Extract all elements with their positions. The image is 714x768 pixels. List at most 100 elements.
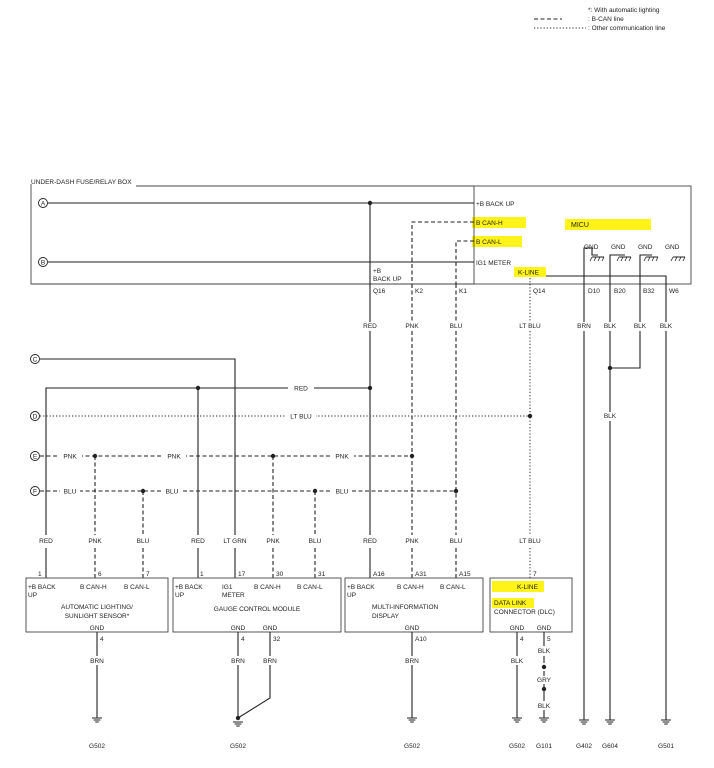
fusebox-pins: Q16 K2 K1 Q14 D10 B20 B32 W6 xyxy=(373,288,679,295)
svg-text:5: 5 xyxy=(547,636,551,643)
micu-grounds: G402 G604 G501 xyxy=(576,719,674,750)
d1-wire-lt-blu: LT BLU xyxy=(519,538,541,545)
svg-text:A31: A31 xyxy=(415,571,427,578)
s1-wire-blu: BLU xyxy=(137,538,150,545)
micu-label: MICU xyxy=(571,222,589,229)
wire-blk-1: BLK xyxy=(604,323,617,330)
sensor-term-bcan-l: B CAN-L xyxy=(124,584,150,591)
gauge-gnd-wire-2: BRN xyxy=(263,658,277,665)
highlights xyxy=(472,217,651,608)
highlight-bcan-h xyxy=(472,217,526,228)
dlc-gnd-wire-2b: GRY xyxy=(537,677,552,684)
micu-box xyxy=(473,185,692,285)
micu-gnd-3: GND xyxy=(638,244,653,251)
ground-g502-c: G502 xyxy=(404,743,420,750)
dlc-gnd-2: GND xyxy=(537,625,552,632)
svg-text:31: 31 xyxy=(318,571,326,578)
svg-text:17: 17 xyxy=(238,571,246,578)
micu-gnd-2: GND xyxy=(611,244,626,251)
svg-text:A16: A16 xyxy=(373,571,385,578)
highlight-bcan-l xyxy=(472,236,522,247)
legend: *: With automatic lighting : B-CAN line … xyxy=(534,7,666,32)
fusebox-internal-wires xyxy=(48,200,667,284)
wire-pnk: PNK xyxy=(405,323,419,330)
gauge-gnd-2: GND xyxy=(263,625,278,632)
micu-gnd-4: GND xyxy=(665,244,680,251)
bus-pnk-1: PNK xyxy=(63,454,77,461)
gauge-name: GAUGE CONTROL MODULE xyxy=(214,606,301,613)
main-vertical-wires xyxy=(369,284,667,720)
svg-text:30: 30 xyxy=(276,571,284,578)
bus-lt-blu: LT BLU xyxy=(290,414,312,421)
gauge-gnd-1: GND xyxy=(231,625,246,632)
svg-text:F: F xyxy=(33,489,37,496)
highlight-micu xyxy=(565,219,651,230)
s1-wire-red: RED xyxy=(39,538,53,545)
terminal-bcan-h: B CAN-H xyxy=(476,220,503,227)
terminal-kline: K-LINE xyxy=(518,270,540,277)
fusebox-outline xyxy=(30,188,474,285)
dlc-gnd-wire-2c: BLK xyxy=(538,703,551,710)
pin-b20: B20 xyxy=(614,288,626,295)
g1-wire-pnk: PNK xyxy=(266,538,280,545)
gauge-term-bcan-l: B CAN-L xyxy=(297,584,323,591)
svg-text:C: C xyxy=(33,357,38,364)
module-feed-wires xyxy=(45,548,531,578)
wire-blk-3: BLK xyxy=(660,323,673,330)
pin-k1: K1 xyxy=(459,288,467,295)
ground-g502-a: G502 xyxy=(89,743,105,750)
s1-wire-pnk: PNK xyxy=(88,538,102,545)
connector-f xyxy=(30,486,40,496)
bus-red: RED xyxy=(294,386,308,393)
wire-blu: BLU xyxy=(450,323,463,330)
bus-lines: C RED D LT BLU E PNK PNK PNK F xyxy=(30,354,533,535)
svg-text:A10: A10 xyxy=(415,636,427,643)
splice-point xyxy=(541,664,547,670)
gauge-term-backup: +B BACK xyxy=(175,584,203,591)
branch-wire-colors: RED PNK BLU RED LT GRN PNK BLU RED PNK B… xyxy=(39,538,541,545)
sensor-name-2: SUNLIGHT SENSOR* xyxy=(65,613,130,620)
multi-information-display: A16 A31 A15 +B BACK UP B CAN-H B CAN-L M… xyxy=(344,571,484,750)
fusebox-title: UNDER-DASH FUSE/RELAY BOX xyxy=(31,179,132,186)
sensor-gnd: GND xyxy=(90,625,105,632)
bus-blu-2: BLU xyxy=(166,489,179,496)
wire-blk-joint: BLK xyxy=(604,413,617,420)
mid-term-backup: +B BACK xyxy=(347,584,375,591)
bus-blu-3: BLU xyxy=(336,489,349,496)
wire-lt-blu: LT BLU xyxy=(519,323,541,330)
svg-text:7: 7 xyxy=(533,571,537,578)
pin-b32: B32 xyxy=(643,288,655,295)
legend-other: : Other communication line xyxy=(588,25,666,32)
data-link-connector: 7 K-LINE DATA LINK CONNECTOR (DLC) GND G… xyxy=(489,571,573,750)
connector-d xyxy=(30,411,40,421)
sensor-gnd-wire: BRN xyxy=(90,658,104,665)
svg-text:1: 1 xyxy=(200,571,204,578)
mid-gnd-wire: BRN xyxy=(405,658,419,665)
bus-pnk-2: PNK xyxy=(167,454,181,461)
pin-w6: W6 xyxy=(669,288,679,295)
dlc-gnd-wire-1: BLK xyxy=(511,658,524,665)
terminal-ig1-meter: IG1 METER xyxy=(476,260,511,267)
highlight-kline-dlc xyxy=(492,581,544,592)
dlc-name-1: DATA LINK xyxy=(494,600,527,607)
ground-g501: G501 xyxy=(658,743,674,750)
svg-text:4: 4 xyxy=(520,636,524,643)
mid-term-bcan-l: B CAN-L xyxy=(440,584,466,591)
pin-q16: Q16 xyxy=(373,288,386,295)
legend-bcan: : B-CAN line xyxy=(588,16,624,23)
highlight-dlc xyxy=(492,598,534,608)
chassis-symbol xyxy=(616,256,632,262)
svg-text:UP: UP xyxy=(175,592,184,599)
svg-text:B: B xyxy=(41,260,45,267)
gauge-control-module: 1 17 30 31 +B BACK UP IG1 METER B CAN-H … xyxy=(172,571,342,750)
svg-text:E: E xyxy=(33,454,38,461)
mid-term-bcan-h: B CAN-H xyxy=(397,584,424,591)
mid-gnd: GND xyxy=(405,625,420,632)
svg-text:A: A xyxy=(41,201,46,208)
m1-wire-red: RED xyxy=(363,538,377,545)
sensor-term-backup: +B BACK xyxy=(28,584,56,591)
dlc-name-2: CONNECTOR (DLC) xyxy=(494,609,555,616)
gauge-term-ig1: IG1 xyxy=(222,584,233,591)
svg-text:4: 4 xyxy=(241,636,245,643)
